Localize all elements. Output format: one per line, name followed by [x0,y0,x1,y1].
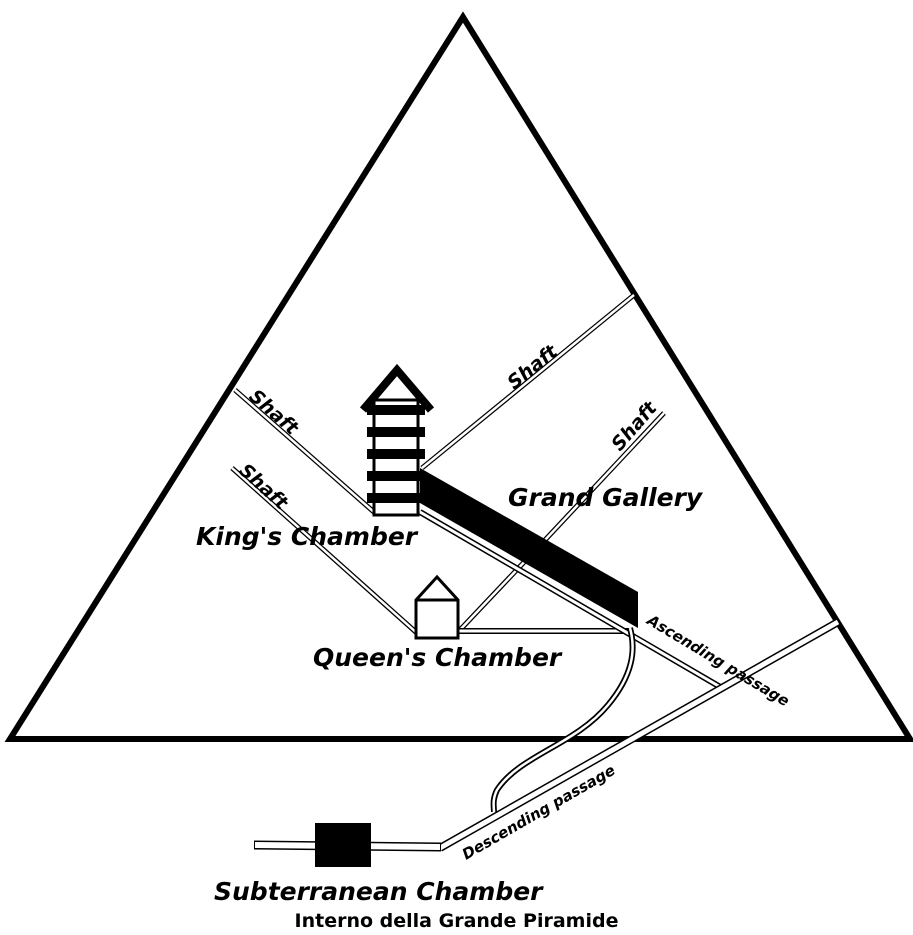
diagram-caption: Interno della Grande Piramide [294,910,619,932]
label-descending-passage: Descending passage [459,761,618,863]
subterranean-chamber-shape [315,823,371,867]
shaft-king-south [233,388,377,515]
ascending-passage [418,509,724,691]
grand-gallery-shape [420,468,638,628]
shaft-king-north [420,293,636,470]
queens-chamber-shape [414,574,460,640]
well-shaft [490,627,636,813]
label-shaft-king-south: Shaft [245,385,303,440]
label-grand-gallery: Grand Gallery [508,483,704,512]
label-shaft-queen-south: Shaft [235,459,293,514]
label-shaft-king-north: Shaft [503,340,562,394]
kings-chamber-shape [359,363,435,517]
descending-passage [438,618,840,852]
label-kings-chamber: King's Chamber [196,522,419,551]
label-queens-chamber: Queen's Chamber [313,643,563,672]
label-subterranean-chamber: Subterranean Chamber [214,877,544,906]
pyramid-outline [4,11,913,742]
shaft-queen-south [230,466,420,636]
